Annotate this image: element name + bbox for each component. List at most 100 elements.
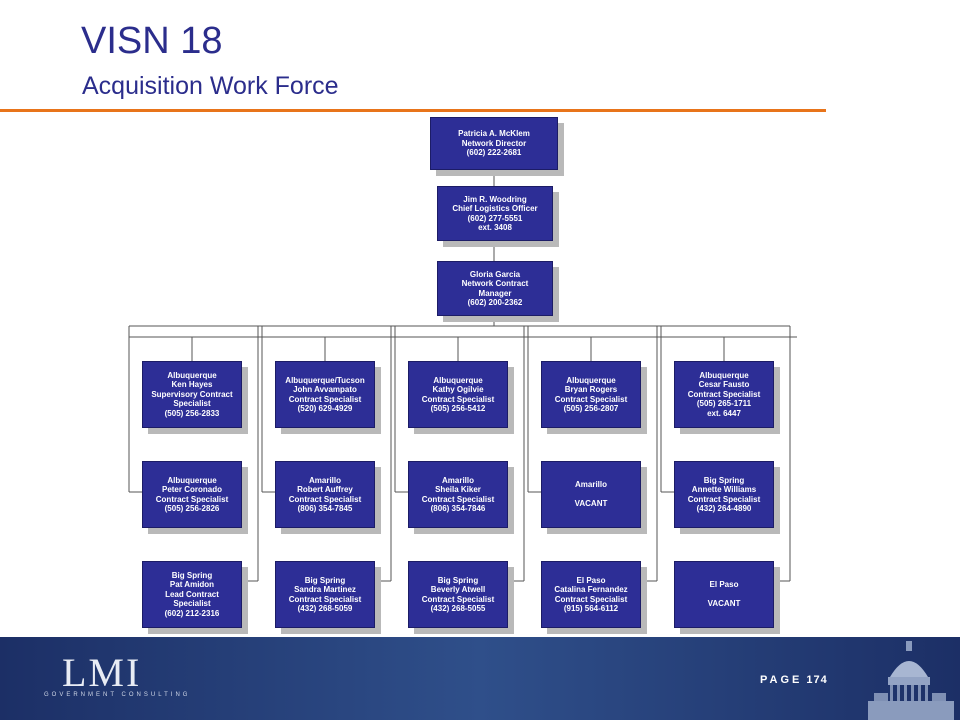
- box-line: (505) 256-2807: [563, 404, 619, 413]
- box-line: Big Spring: [171, 570, 213, 580]
- org-box-col4-row2: Amarillo VACANT: [541, 461, 641, 528]
- box-line: Gloria Garcia: [469, 269, 521, 279]
- box-line: Network Director: [461, 138, 527, 148]
- box-line: (505) 256-2833: [164, 408, 220, 418]
- box-line: Albuquerque: [433, 375, 483, 385]
- box-line: (915) 564-6112: [563, 604, 619, 613]
- box-line: Contract Specialist: [288, 594, 362, 604]
- box-line: (505) 265-1711: [696, 399, 752, 409]
- box-line: (602) 222-2681: [466, 148, 522, 158]
- box-line: Catalina Fernandez: [554, 585, 628, 594]
- box-line: Big Spring: [703, 475, 745, 485]
- box-line: Contract Specialist: [554, 594, 628, 604]
- capitol-dome-icon: [868, 641, 954, 720]
- box-line: Albuquerque: [566, 375, 616, 385]
- box-line: Contract Specialist: [421, 594, 495, 604]
- lmi-logo: LMI: [62, 650, 142, 695]
- box-line: Amarillo: [308, 475, 341, 485]
- box-line: Sheila Kiker: [435, 485, 481, 494]
- box-line: (505) 256-5412: [430, 404, 486, 413]
- page-title: VISN 18: [81, 20, 223, 62]
- box-line: (602) 212-2316: [164, 608, 220, 618]
- box-line: Specialist: [173, 399, 211, 409]
- box-line: Contract Specialist: [687, 494, 761, 504]
- box-line: Amarillo: [441, 475, 474, 485]
- page-number: PAGE 174: [760, 674, 828, 686]
- box-line: (602) 200-2362: [467, 298, 523, 307]
- box-line: ext. 6447: [707, 408, 741, 418]
- box-line: Contract Specialist: [421, 394, 495, 404]
- box-line: Contract Specialist: [288, 394, 362, 404]
- box-line: John Avvampato: [293, 385, 357, 394]
- box-line: VACANT: [707, 599, 741, 609]
- box-line: Big Spring: [437, 575, 479, 585]
- box-line: Big Spring: [304, 575, 346, 585]
- box-line: (505) 256-2826: [164, 504, 220, 513]
- org-chart-connectors: [128, 170, 797, 582]
- box-line: (806) 354-7845: [297, 504, 353, 513]
- box-line: Albuquerque: [167, 475, 217, 485]
- page-number-value: 174: [806, 674, 828, 686]
- box-line: Contract Specialist: [288, 494, 362, 504]
- box-line: (432) 268-5059: [297, 604, 353, 613]
- box-line: (806) 354-7846: [430, 504, 486, 513]
- box-line: [677, 590, 771, 600]
- box-line: Annette Williams: [691, 485, 757, 494]
- box-line: Jim R. Woodring: [463, 194, 527, 204]
- box-line: ext. 3408: [478, 223, 512, 232]
- box-line: Kathy Ogilvie: [432, 385, 484, 394]
- box-line: Cesar Fausto: [698, 380, 750, 390]
- box-line: El Paso: [709, 580, 739, 590]
- box-line: Chief Logistics Officer: [452, 204, 538, 213]
- box-line: Pat Amidon: [169, 580, 215, 590]
- box-line: Supervisory Contract: [151, 389, 233, 399]
- box-line: Albuquerque/Tucson: [285, 375, 365, 385]
- title-divider: [0, 109, 826, 112]
- box-line: Ken Hayes: [171, 380, 213, 390]
- box-line: Specialist: [173, 599, 211, 609]
- page-label: PAGE: [760, 674, 803, 686]
- box-line: Patricia A. McKlem: [458, 129, 530, 139]
- box-line: El Paso: [576, 575, 606, 585]
- box-line: (520) 629-4929: [297, 404, 353, 413]
- box-line: (432) 264-4890: [696, 504, 752, 513]
- box-line: Contract Specialist: [554, 394, 628, 404]
- box-line: [544, 490, 638, 500]
- org-box-col5-row3: El Paso VACANT: [674, 561, 774, 628]
- box-line: Beverly Atwell: [430, 585, 486, 594]
- footer-bar: LMI GOVERNMENT CONSULTING PAGE 174: [0, 637, 960, 720]
- box-line: Peter Coronado: [161, 485, 222, 494]
- box-line: Albuquerque: [167, 370, 217, 380]
- box-line: (432) 268-5055: [430, 604, 486, 613]
- box-line: Albuquerque: [699, 370, 749, 380]
- lmi-logo-tagline: GOVERNMENT CONSULTING: [44, 692, 191, 698]
- box-line: (602) 277-5551: [467, 213, 523, 223]
- box-line: Sandra Martinez: [294, 585, 356, 594]
- box-line: Contract Specialist: [421, 494, 495, 504]
- page-subtitle: Acquisition Work Force: [82, 72, 339, 100]
- box-line: Robert Auffrey: [297, 485, 353, 494]
- box-line: VACANT: [574, 499, 608, 509]
- box-line: Network Contract: [461, 279, 529, 288]
- box-line: Contract Specialist: [155, 494, 229, 504]
- box-line: Lead Contract: [165, 589, 219, 599]
- box-line: Contract Specialist: [687, 389, 761, 399]
- box-line: Bryan Rogers: [564, 385, 618, 394]
- box-line: Manager: [478, 288, 512, 298]
- box-line: Amarillo: [574, 480, 607, 490]
